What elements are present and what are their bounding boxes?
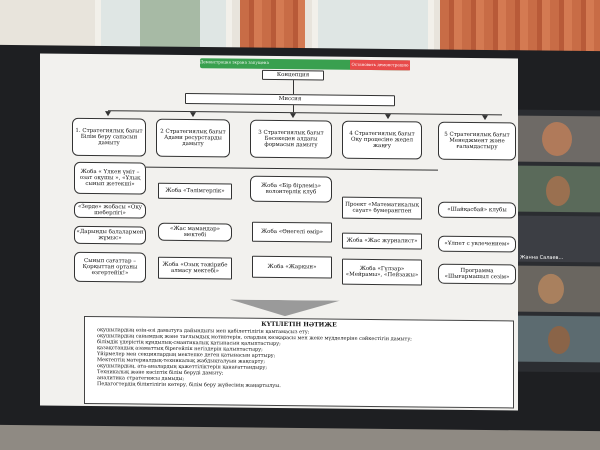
arrow-down-icon bbox=[190, 112, 196, 118]
direction-2: 2 Стратегиялық бағыт Адами ресурстарды д… bbox=[156, 118, 230, 158]
participant-video-5[interactable] bbox=[518, 315, 600, 363]
direction-5: 5 Стратегиялық бағыт Менеджмент және ғал… bbox=[438, 121, 516, 161]
project-3-2: Жоба «Өнегелі өмір» bbox=[252, 221, 332, 243]
direction-1: 1. Стратегиялық бағыт Білім беру сапасын… bbox=[72, 117, 146, 157]
mission-box: Миссия bbox=[185, 93, 395, 107]
avatar bbox=[542, 121, 572, 157]
direction-3: 3 Стратегиялық бағыт Бәсекеден алдағы фо… bbox=[250, 119, 332, 159]
participant-video-4[interactable] bbox=[518, 265, 600, 313]
project-2-2: «Жас мамандар» мектебі bbox=[158, 222, 232, 242]
project-5-3: Программа «Шығармашыл сезім» bbox=[438, 263, 516, 285]
branch-line bbox=[108, 110, 502, 116]
direction-4: 4 Стратегиялық бағыт Оқу процесіне жедел… bbox=[342, 120, 422, 160]
arrow-down-icon bbox=[105, 111, 111, 117]
project-1-4: Сынып сағаттар – Қорқыттан ортаны өзгерт… bbox=[74, 251, 146, 283]
stop-share-button[interactable]: Остановить демонстрацию bbox=[350, 59, 410, 71]
project-5-1: «Шайқасбай» клубы bbox=[438, 201, 516, 219]
link-line bbox=[146, 166, 438, 171]
arrow-down-icon bbox=[482, 115, 488, 121]
project-4-2: Жоба «Жас журналист» bbox=[342, 232, 422, 250]
screen-share-bar: Демонстрация экрана запущена Остановить … bbox=[200, 58, 410, 71]
results-list: оқушылардың өзін-өзі дамытуға дайындығы … bbox=[91, 327, 507, 391]
participant-video-2[interactable] bbox=[518, 165, 600, 213]
project-1-3: «Дарынды балалармен жұмыс» bbox=[74, 225, 146, 245]
project-1-1: Жоба « Үлкен үміт – озат оқушы », «Ұлық … bbox=[74, 161, 146, 195]
project-2-3: Жоба «Озық тәжірибе алмасу мектебі» bbox=[158, 256, 232, 280]
project-5-2: «Ұлпет с увлечением» bbox=[438, 235, 516, 253]
participant-video-1[interactable] bbox=[518, 115, 600, 163]
project-1-2: «Зерде» жобасы «Оқу шеберлігі» bbox=[74, 201, 146, 219]
participant-video-3[interactable]: Жанна Салаев... bbox=[518, 215, 600, 263]
down-chevron-shape bbox=[230, 299, 340, 316]
project-3-1: Жоба «Бір бірлеміз» волонтерлік клуб bbox=[250, 175, 332, 203]
connector bbox=[293, 80, 294, 95]
participant-name: Жанна Салаев... bbox=[520, 254, 564, 262]
avatar bbox=[548, 325, 570, 355]
expected-results-box: КҮТІЛЕТІН НӘТИЖЕ оқушылардың өзін-өзі да… bbox=[84, 315, 514, 409]
shared-screen: Демонстрация экрана запущена Остановить … bbox=[40, 53, 518, 411]
avatar bbox=[546, 175, 570, 207]
connector bbox=[293, 105, 294, 113]
arrow-down-icon bbox=[385, 114, 391, 120]
project-4-1: Проект «Математикалық сауат» бумерангпен bbox=[342, 196, 422, 220]
share-status-label: Демонстрация экрана запущена bbox=[200, 59, 269, 65]
avatar bbox=[538, 273, 564, 305]
project-3-3: Жоба «Жарқын» bbox=[252, 255, 332, 279]
project-2-1: Жоба «Тәлімгерлік» bbox=[158, 182, 232, 200]
project-4-3: Жоба «Гүлзар» «Мейрамы», «Пейзажы» bbox=[342, 258, 422, 286]
concept-box: Концепция bbox=[262, 69, 324, 81]
arrow-down-icon bbox=[290, 113, 296, 119]
video-gallery: Жанна Салаев... bbox=[518, 109, 600, 373]
